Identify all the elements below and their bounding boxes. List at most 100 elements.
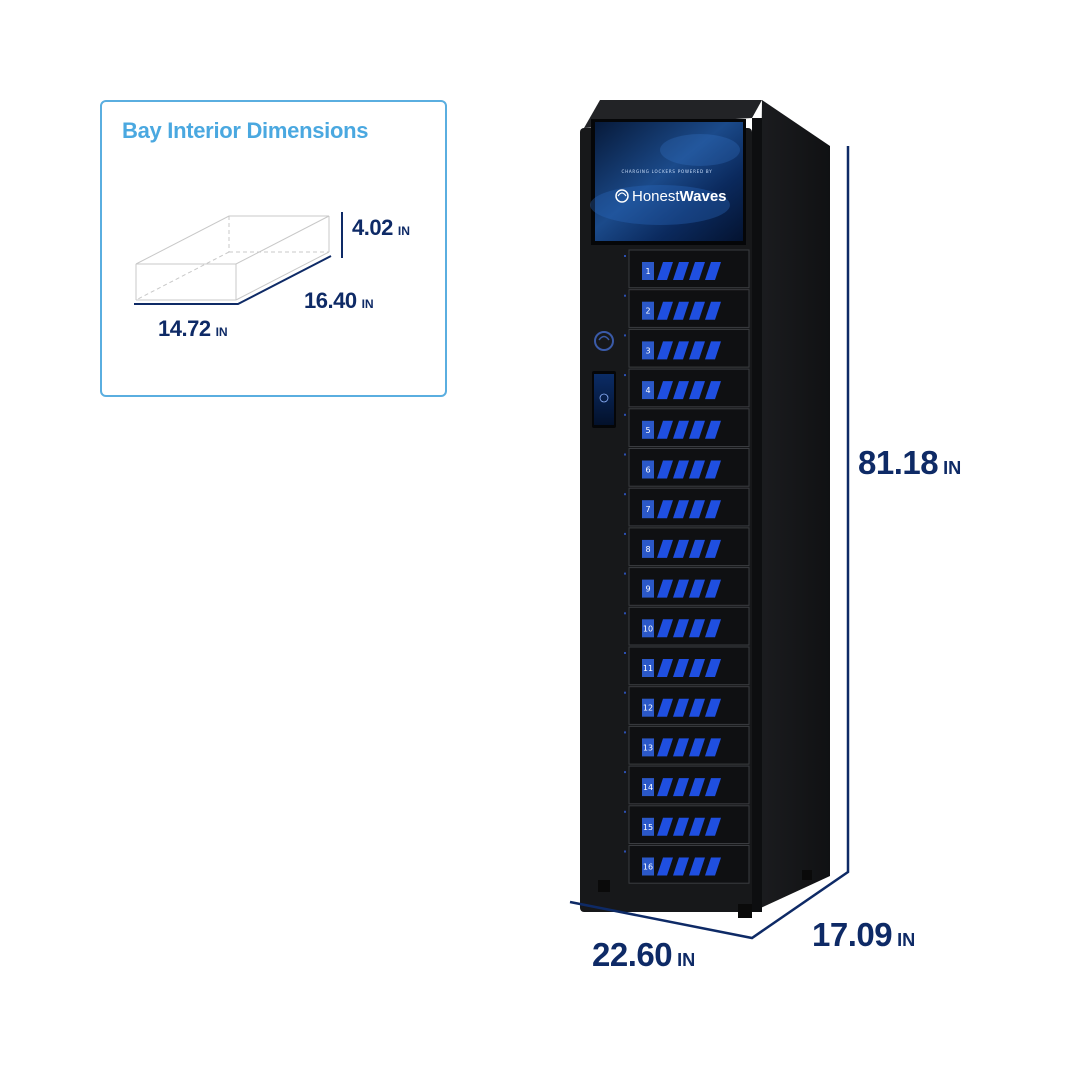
bay-indicator-light (624, 334, 626, 337)
bay-number-label: 14 (643, 783, 653, 792)
bay-number-tab (642, 262, 654, 280)
bay-indicator-light (624, 691, 626, 694)
locker-bay: 12 (624, 686, 750, 725)
bay-led-panel (673, 341, 689, 360)
bay-led-panel (689, 659, 705, 677)
overall-dimension-lines (569, 146, 850, 940)
bay-led-panel (705, 262, 721, 280)
bay-indicator-light (624, 572, 626, 575)
bay-led-panel (673, 659, 689, 677)
bay-led-panel (657, 778, 673, 797)
bay-led-panel (705, 619, 721, 638)
bay-indicator-light (624, 810, 626, 813)
bay-led-panel (673, 619, 689, 638)
bay-led-panel (705, 738, 721, 757)
bay-led-panel (673, 262, 689, 280)
bay-indicator-light (624, 731, 626, 734)
locker-bay: 6 (624, 448, 750, 487)
bay-led-panel (705, 460, 721, 479)
bay-number-tab (642, 857, 654, 876)
bay-led-panel (705, 698, 721, 717)
bay-indicator-light (624, 413, 626, 416)
bay-led-panel (689, 619, 705, 638)
locker-bay: 4 (624, 368, 750, 408)
bay-led-panel (657, 579, 673, 598)
locker-side-panel (752, 100, 830, 912)
bay-led-panel (689, 857, 705, 876)
bay-led-panel (673, 817, 689, 836)
locker-bay-door (628, 448, 750, 487)
display-tagline: CHARGING LOCKERS POWERED BY (622, 169, 713, 174)
bay-led-panel (673, 579, 689, 598)
locker-bay: 13 (624, 725, 750, 765)
bay-number-tab (642, 381, 654, 400)
bay-led-panel (673, 420, 689, 439)
bay-number-tab (642, 460, 654, 479)
bay-number-label: 5 (645, 426, 650, 435)
locker-foot (598, 880, 610, 892)
bay-number-label: 9 (645, 585, 650, 594)
bay-number-tab (642, 420, 654, 439)
locker-bay: 10 (624, 606, 750, 646)
bay-led-panel (657, 500, 673, 519)
bay-led-panel (705, 420, 721, 439)
bay-led-panel (705, 778, 721, 797)
bay-number-label: 3 (645, 346, 650, 355)
bay-led-panel (657, 301, 673, 320)
locker-bay: 16 (624, 845, 750, 884)
locker-bay: 2 (624, 289, 750, 328)
bay-led-panel (673, 778, 689, 797)
bay-led-panel (705, 301, 721, 320)
bay-led-panel (689, 381, 705, 400)
bay-number-tab (642, 738, 654, 757)
bay-led-panel (673, 460, 689, 479)
honestwaves-logo-icon (615, 189, 629, 203)
bay-led-panel (657, 817, 673, 836)
bay-led-panel (689, 579, 705, 598)
bay-led-panel (657, 659, 673, 677)
bay-led-panel (689, 460, 705, 479)
bay-indicator-light (624, 493, 626, 496)
bay-number-label: 7 (645, 505, 650, 514)
bay-number-tab (642, 579, 654, 598)
bay-led-panel (689, 698, 705, 717)
locker-bay-door (628, 765, 750, 805)
bay-led-panel (689, 262, 705, 280)
bay-number-label: 10 (643, 624, 653, 633)
bay-box-illustration (134, 212, 343, 305)
bay-led-panel (689, 301, 705, 320)
locker-foot (802, 870, 812, 880)
bay-number-tab (642, 301, 654, 320)
bay-led-panel (673, 381, 689, 400)
bay-led-panel (705, 500, 721, 519)
bay-led-panel (689, 539, 705, 558)
bay-led-panel (705, 381, 721, 400)
bay-number-tab (642, 659, 654, 677)
bay-indicator-light (624, 652, 626, 654)
bay-indicator-light (624, 374, 626, 377)
bay-led-panel (705, 579, 721, 598)
bay-interior-title: Bay Interior Dimensions (122, 118, 369, 143)
locker-bay: 14 (624, 765, 750, 805)
bay-number-label: 13 (643, 743, 653, 752)
locker-bay: 1 (624, 249, 750, 289)
display-brand: HonestWaves (632, 188, 727, 205)
locker-logo-icon (594, 331, 614, 351)
bay-number-label: 12 (643, 704, 653, 713)
bay-width-depth-line (134, 255, 332, 305)
bay-led-panel (705, 341, 721, 360)
bay-led-panel (657, 381, 673, 400)
bay-number-label: 6 (645, 466, 650, 475)
bay-number-label: 16 (643, 863, 653, 872)
bay-led-panel (673, 500, 689, 519)
bay-number-label: 8 (645, 545, 650, 554)
bay-number-tab (642, 817, 654, 836)
bay-number-label: 2 (645, 307, 650, 316)
locker-foot (738, 904, 752, 918)
bay-led-panel (657, 698, 673, 717)
